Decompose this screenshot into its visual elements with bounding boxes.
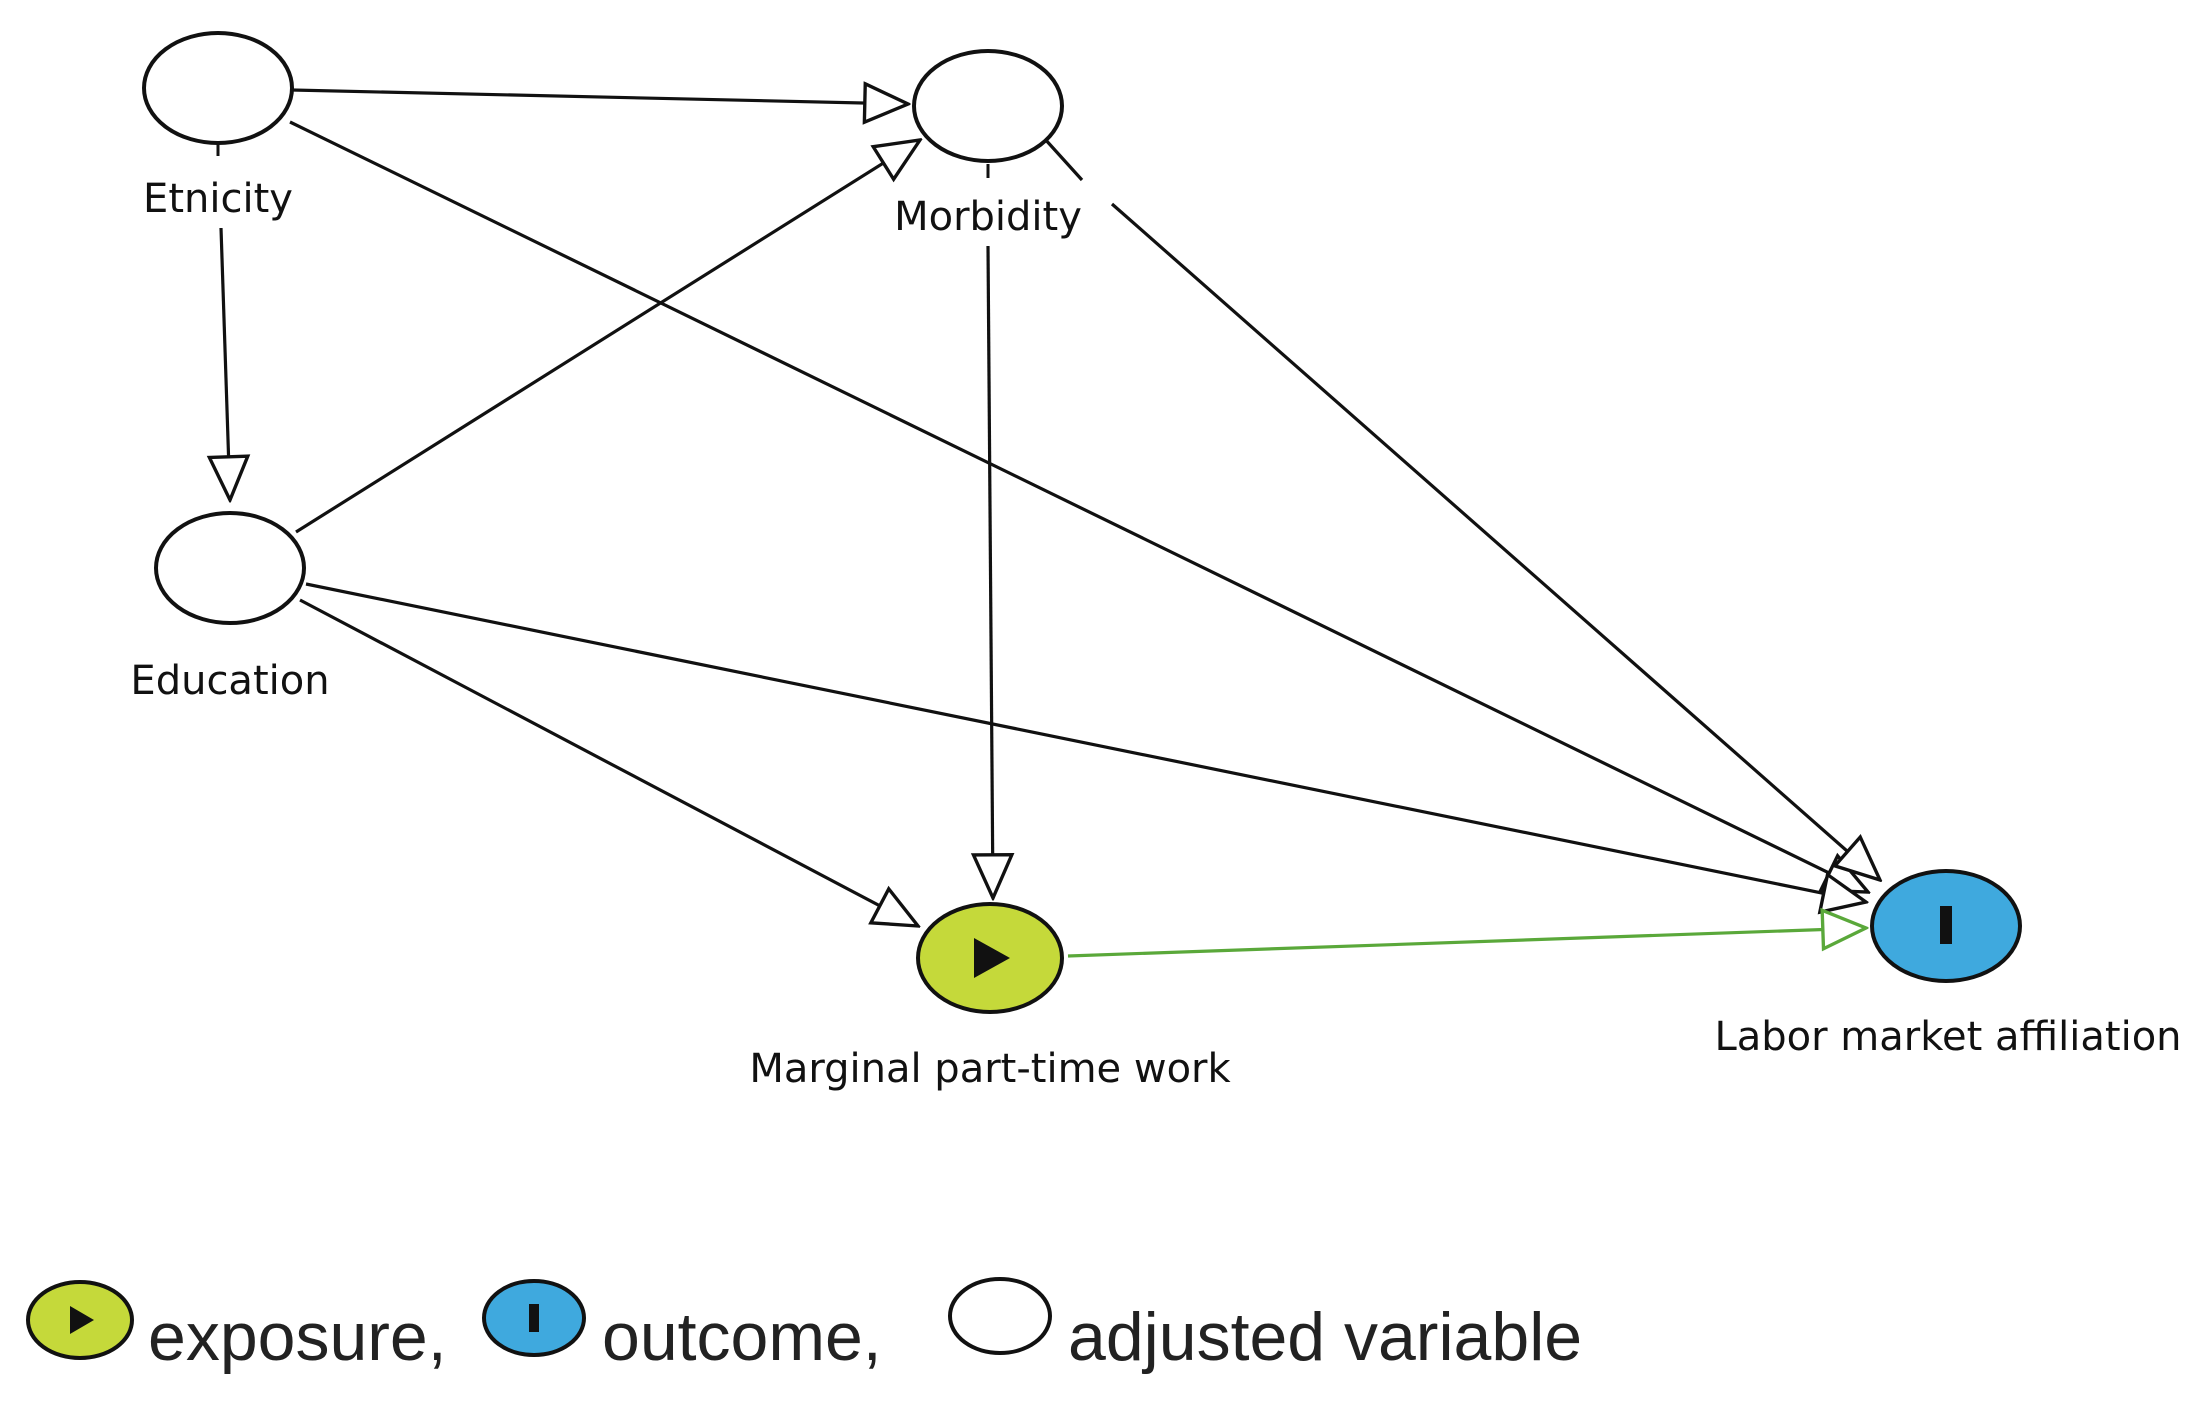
edge-education-to-morbidity [295,140,920,534]
edge-education-to-exposure [299,598,918,926]
edges [218,90,1880,958]
edge-morbidity-to-outcome [1110,202,1880,880]
node-label-education: Education [130,658,329,704]
node-exposure: Marginal part-time work [749,902,1231,1092]
legend-outcome-label: outcome, [602,1299,882,1375]
node-label-outcome: Labor market affiliation [1714,1014,2181,1060]
node-etnicity: Etnicity [142,31,294,222]
adjusted-variable-node-shape [912,49,1064,163]
node-morbidity: Morbidity [894,49,1082,240]
edge-etnicity-to-outcome [289,120,1868,892]
legend: exposure, outcome, adjusted variable [26,1277,1582,1375]
edge-exposure-to-outcome [1067,928,1866,958]
legend-adjusted-swatch [948,1277,1052,1355]
edge-morbidity-to-exposure [988,245,993,898]
node-outcome: Labor market affiliation [1714,869,2182,1060]
edge-morbidity-to-outcome-stub [1042,136,1084,182]
bar-icon [529,1304,539,1332]
node-education: Education [130,511,330,704]
adjusted-variable-node-shape [154,511,306,625]
edge-education-to-outcome [305,582,1866,902]
play-icon [70,1306,94,1334]
node-label-exposure: Marginal part-time work [749,1046,1231,1092]
edge-etnicity-to-morbidity [291,90,908,104]
legend-adjusted-label: adjusted variable [1068,1299,1582,1375]
bar-icon [1940,906,1952,944]
edge-etnicity-to-education [221,227,230,500]
play-icon [974,938,1010,978]
adjusted-variable-node-shape [142,31,294,145]
node-label-morbidity: Morbidity [894,194,1082,240]
legend-exposure-label: exposure, [148,1299,447,1375]
node-label-etnicity: Etnicity [143,176,293,222]
